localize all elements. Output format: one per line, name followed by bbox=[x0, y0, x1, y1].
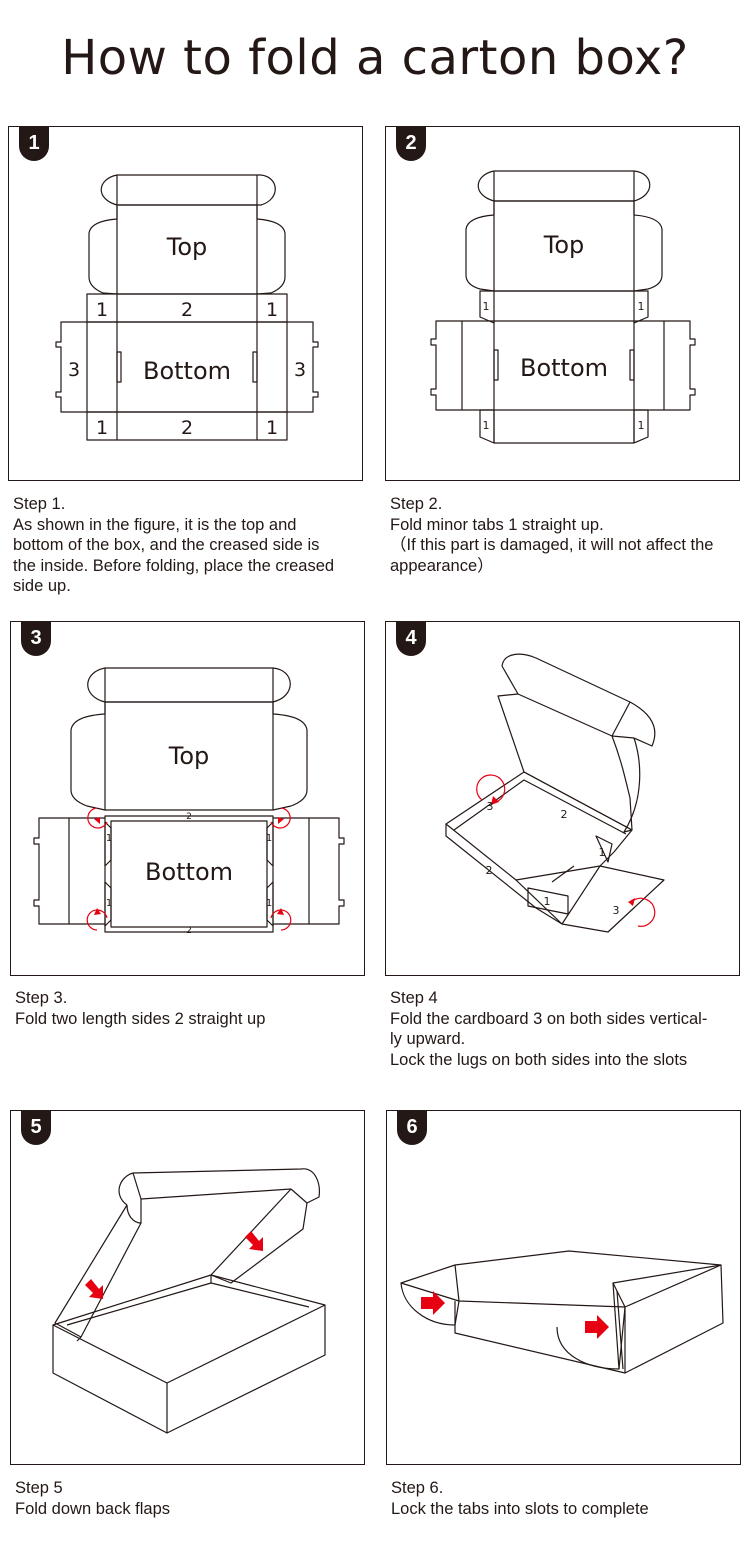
caption-line: Lock the tabs into slots to complete bbox=[391, 1499, 750, 1520]
step-3-panel: Top Bottom 2 2 1 1 1 1 3 bbox=[10, 621, 365, 976]
label-tab-1: 1 bbox=[266, 299, 278, 321]
caption-line: Lock the lugs on both sides into the slo… bbox=[390, 1050, 750, 1071]
caption-line: side up. bbox=[13, 576, 373, 597]
label-top: Top bbox=[168, 742, 210, 770]
label-tab-1: 1 bbox=[96, 299, 108, 321]
page-title: How to fold a carton box? bbox=[0, 30, 750, 86]
label-tab-1: 1 bbox=[599, 846, 606, 859]
caption-line: Step 6. bbox=[391, 1478, 750, 1499]
step-1-caption: Step 1. As shown in the figure, it is th… bbox=[13, 494, 373, 597]
label-tab-1: 1 bbox=[638, 419, 645, 432]
step-6-diagram bbox=[387, 1111, 741, 1465]
caption-line: Fold the cardboard 3 on both sides verti… bbox=[390, 1009, 750, 1030]
step-1-panel: Top Bottom 1 1 2 3 3 1 1 2 1 bbox=[8, 126, 363, 481]
caption-line: appearance） bbox=[390, 556, 750, 577]
label-tab-1: 1 bbox=[266, 417, 278, 439]
step-4-diagram: 3 2 2 1 1 3 bbox=[386, 622, 740, 976]
label-tab-1: 1 bbox=[483, 300, 490, 313]
step-number-badge: 1 bbox=[19, 127, 49, 161]
step-number-badge: 6 bbox=[397, 1111, 427, 1145]
caption-line: （If this part is damaged, it will not af… bbox=[390, 535, 750, 556]
step-5-caption: Step 5 Fold down back flaps bbox=[15, 1478, 375, 1519]
label-side-2: 2 bbox=[186, 812, 192, 822]
step-number-badge: 4 bbox=[396, 622, 426, 656]
label-tab-1: 1 bbox=[106, 898, 112, 909]
caption-line: the inside. Before folding, place the cr… bbox=[13, 556, 373, 577]
label-side-2: 2 bbox=[486, 864, 493, 877]
caption-line: bottom of the box, and the creased side … bbox=[13, 535, 373, 556]
label-bottom: Bottom bbox=[520, 354, 608, 382]
label-side-2: 2 bbox=[561, 808, 568, 821]
label-side-2: 2 bbox=[186, 926, 192, 936]
step-5-panel: 5 bbox=[10, 1110, 365, 1465]
step-number-badge: 3 bbox=[21, 622, 51, 656]
caption-line: Fold down back flaps bbox=[15, 1499, 375, 1520]
step-6-caption: Step 6. Lock the tabs into slots to comp… bbox=[391, 1478, 750, 1519]
step-2-diagram: Top Bottom 1 1 1 1 bbox=[386, 127, 740, 481]
caption-line: As shown in the figure, it is the top an… bbox=[13, 515, 373, 536]
label-side-2: 2 bbox=[181, 417, 193, 439]
label-tab-1: 1 bbox=[96, 417, 108, 439]
label-tab-1: 1 bbox=[266, 833, 272, 844]
label-tab-1: 1 bbox=[483, 419, 490, 432]
step-2-caption: Step 2. Fold minor tabs 1 straight up. （… bbox=[390, 494, 750, 576]
label-side-3: 3 bbox=[68, 359, 80, 381]
label-tab-1: 1 bbox=[106, 833, 112, 844]
step-1-diagram: Top Bottom 1 1 2 3 3 1 1 2 bbox=[9, 127, 363, 481]
step-3-caption: Step 3. Fold two length sides 2 straight… bbox=[15, 988, 375, 1029]
caption-line: Step 4 bbox=[390, 988, 750, 1009]
step-number-badge: 2 bbox=[396, 127, 426, 161]
caption-line: ly upward. bbox=[390, 1029, 750, 1050]
label-side-3: 3 bbox=[487, 800, 494, 813]
step-number-badge: 5 bbox=[21, 1111, 51, 1145]
label-top: Top bbox=[543, 231, 585, 259]
label-side-2: 2 bbox=[181, 299, 193, 321]
step-3-diagram: Top Bottom 2 2 1 1 1 1 bbox=[11, 622, 365, 976]
label-side-3: 3 bbox=[613, 904, 620, 917]
caption-line: Step 3. bbox=[15, 988, 375, 1009]
step-6-panel: 6 bbox=[386, 1110, 741, 1465]
step-2-panel: Top Bottom 1 1 1 1 2 bbox=[385, 126, 740, 481]
label-tab-1: 1 bbox=[638, 300, 645, 313]
step-4-caption: Step 4 Fold the cardboard 3 on both side… bbox=[390, 988, 750, 1070]
caption-line: Fold minor tabs 1 straight up. bbox=[390, 515, 750, 536]
label-tab-1: 1 bbox=[544, 895, 551, 908]
step-4-panel: 3 2 2 1 1 3 4 bbox=[385, 621, 740, 976]
label-side-3: 3 bbox=[294, 359, 306, 381]
label-top: Top bbox=[166, 233, 208, 261]
caption-line: Fold two length sides 2 straight up bbox=[15, 1009, 375, 1030]
caption-line: Step 5 bbox=[15, 1478, 375, 1499]
step-5-diagram bbox=[11, 1111, 365, 1465]
caption-line: Step 1. bbox=[13, 494, 373, 515]
label-tab-1: 1 bbox=[266, 898, 272, 909]
caption-line: Step 2. bbox=[390, 494, 750, 515]
label-bottom: Bottom bbox=[143, 357, 231, 385]
label-bottom: Bottom bbox=[145, 858, 233, 886]
